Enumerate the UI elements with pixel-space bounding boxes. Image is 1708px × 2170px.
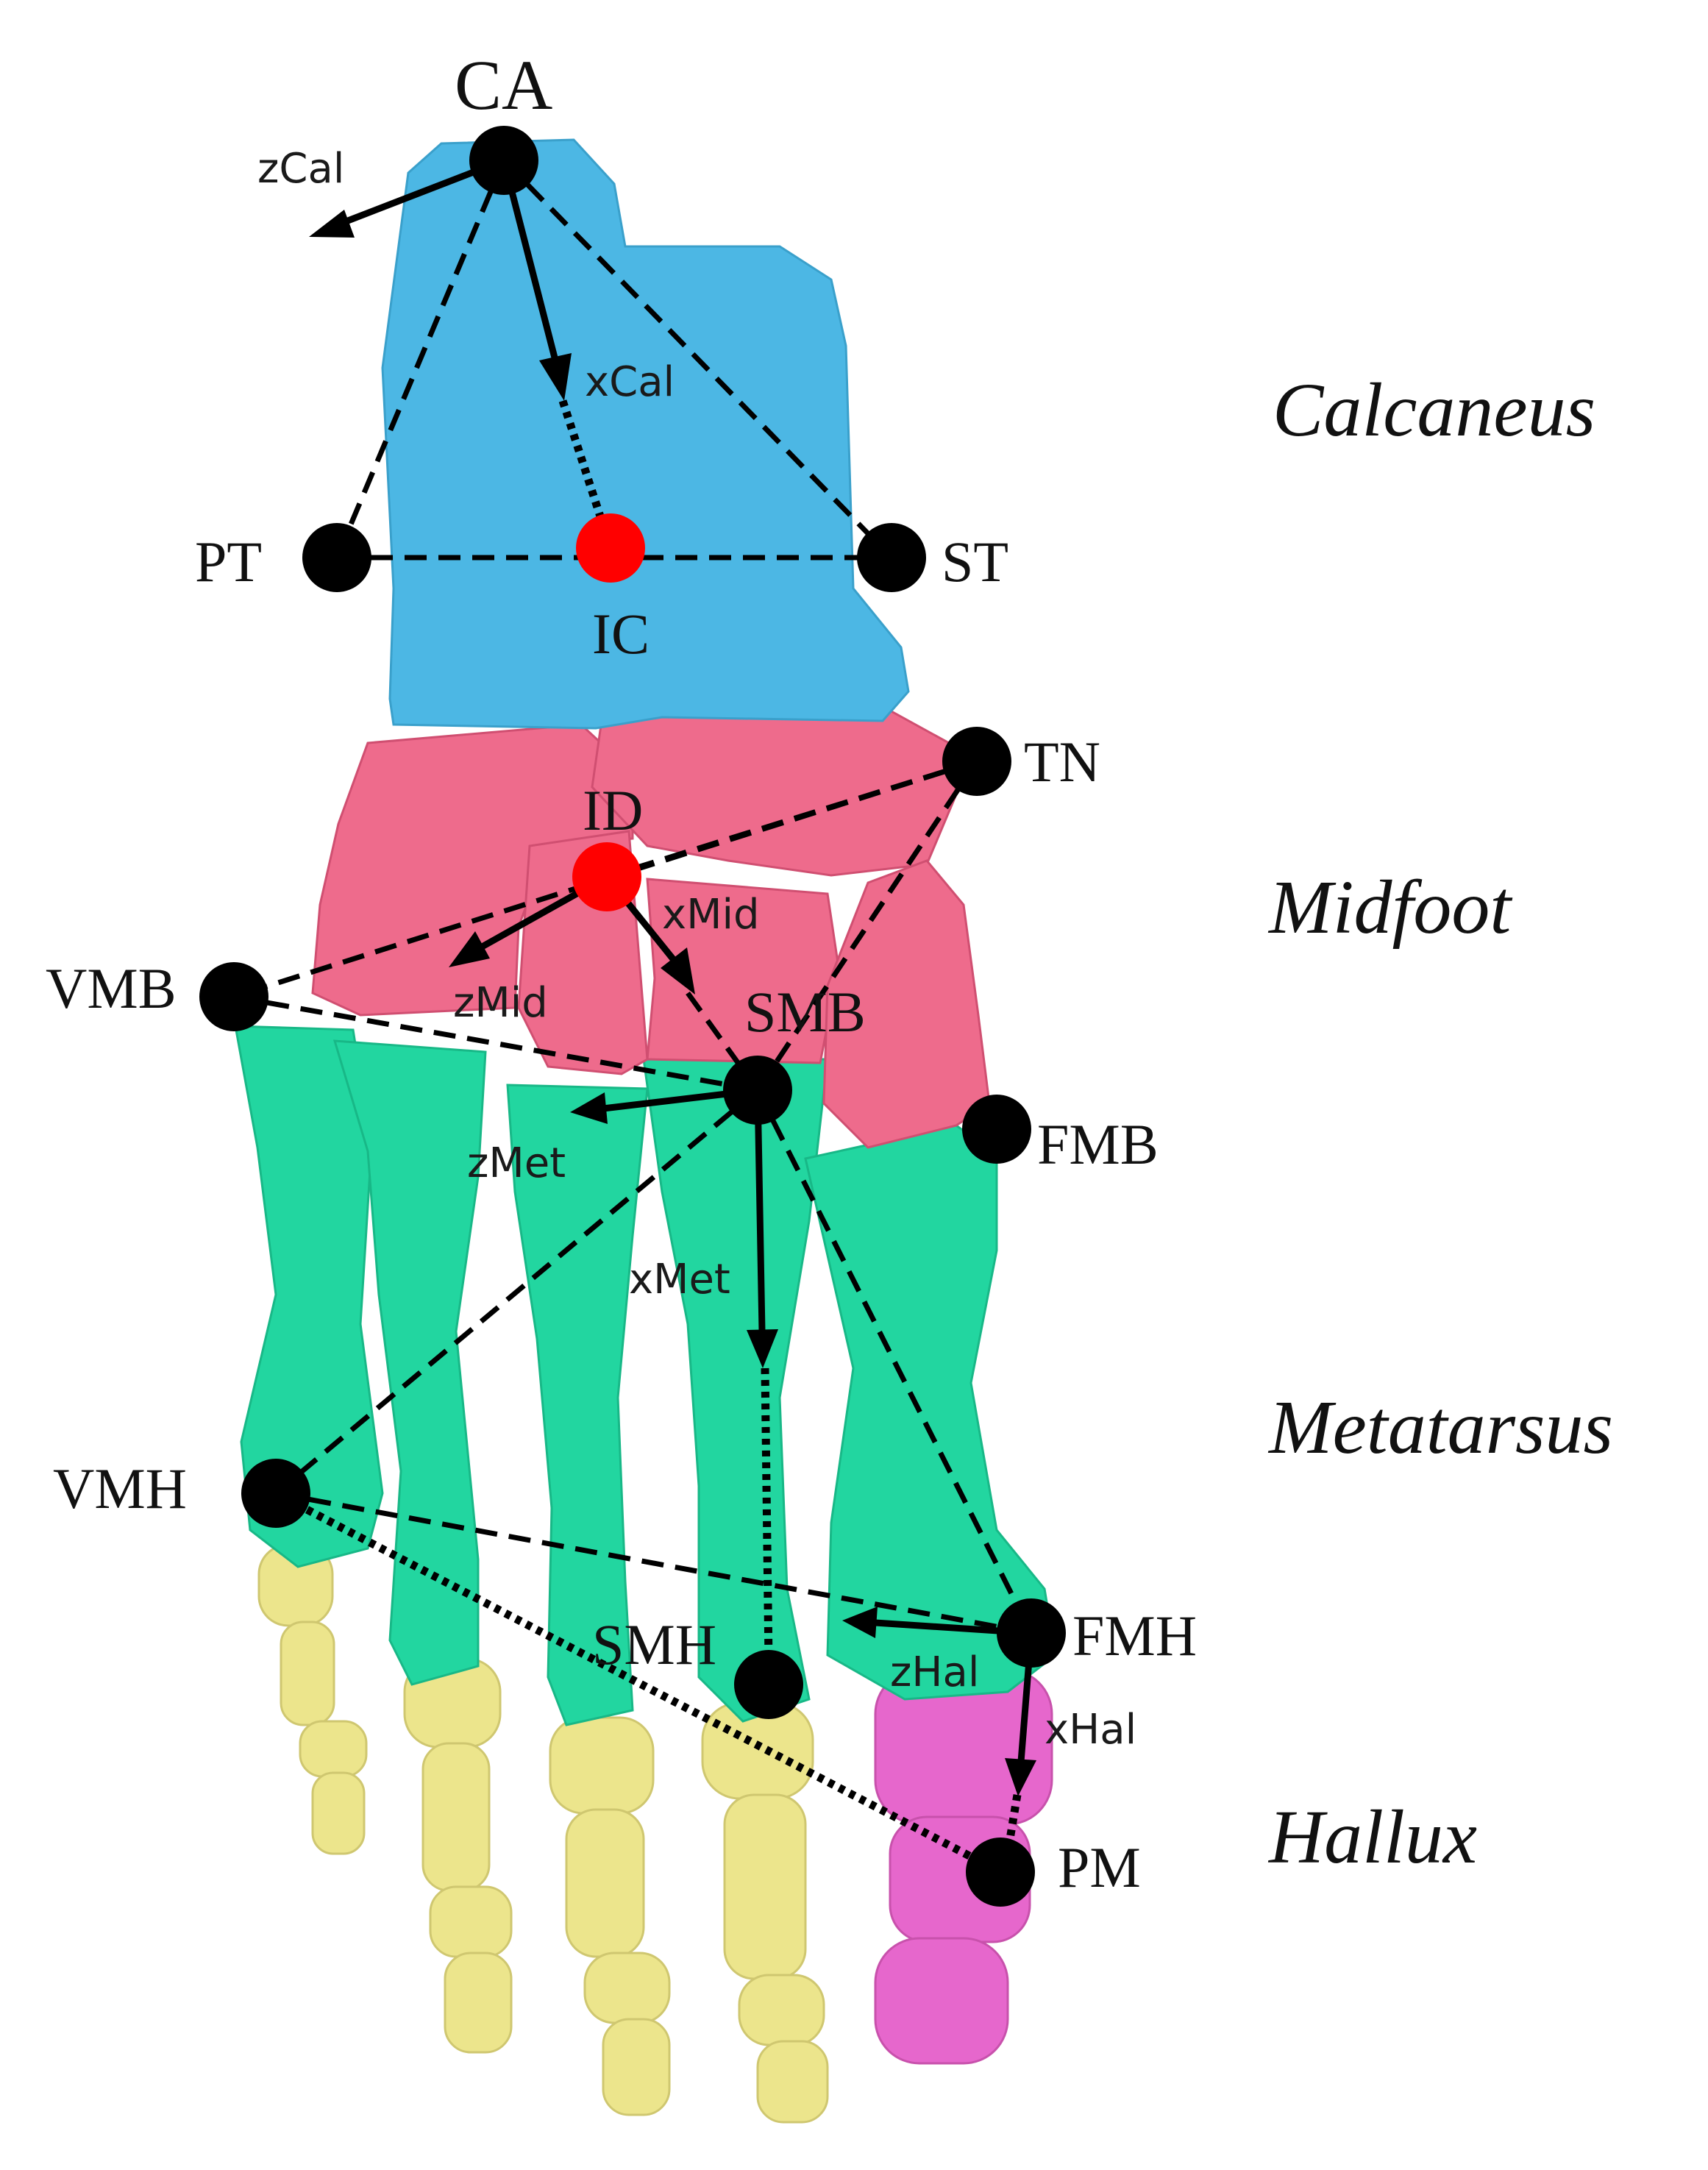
xmet-arrow-shaft xyxy=(754,1089,766,1332)
xhal-arrowhead xyxy=(1005,1758,1036,1796)
landmark-pt xyxy=(302,523,371,592)
region-hallux: Hallux xyxy=(1267,1795,1477,1879)
landmark-fmb xyxy=(962,1095,1031,1164)
axis-labels: zCal xCal xMid zMid zMet xMet zHal xHal xyxy=(257,145,1136,1754)
landmark-fmh xyxy=(997,1598,1066,1668)
landmarks xyxy=(199,126,1066,1907)
label-smh: SMH xyxy=(592,1612,716,1676)
region-calcaneus: Calcaneus xyxy=(1273,368,1595,452)
landmark-id xyxy=(572,842,641,911)
label-zmet: zMet xyxy=(467,1139,566,1187)
label-zmid: zMid xyxy=(453,979,548,1027)
label-fmh: FMH xyxy=(1072,1604,1197,1668)
toe-5 xyxy=(257,1543,368,1855)
landmark-vmb xyxy=(199,962,268,1031)
zcal-arrowhead xyxy=(309,210,355,238)
navicular xyxy=(591,701,958,877)
line-met-smh xyxy=(761,1367,773,1663)
landmark-smh xyxy=(734,1650,803,1719)
label-st: ST xyxy=(942,530,1008,594)
xmid-arrowhead xyxy=(661,947,695,995)
label-pt: PT xyxy=(195,530,262,594)
label-ca: CA xyxy=(455,46,552,124)
region-metatarsus: Metatarsus xyxy=(1267,1385,1613,1470)
zmet-arrowhead xyxy=(570,1092,608,1124)
label-zcal: zCal xyxy=(257,145,344,193)
line-vmh-fmh xyxy=(275,1490,1032,1636)
label-vmh: VMH xyxy=(53,1456,187,1520)
toe-2 xyxy=(701,1701,829,2124)
label-zhal: zHal xyxy=(890,1648,979,1696)
xcal-arrowhead xyxy=(539,353,572,401)
landmark-st xyxy=(857,523,926,592)
line-vmb-smb xyxy=(233,994,758,1093)
label-ic: IC xyxy=(592,602,650,666)
zmid-arrowhead xyxy=(449,931,490,967)
toe-4 xyxy=(403,1657,513,2054)
region-labels: Calcaneus Midfoot Metatarsus Hallux xyxy=(1267,368,1613,1879)
zhal-arrowhead xyxy=(842,1607,878,1638)
landmark-vmh xyxy=(241,1459,310,1528)
label-xmet: xMet xyxy=(629,1256,730,1303)
point-labels: CA PT ST IC TN ID VMB SMB FMB VMH SMH FM… xyxy=(46,46,1197,1899)
toe-3 xyxy=(549,1716,671,2116)
label-xcal: xCal xyxy=(585,358,675,406)
landmark-ic xyxy=(576,513,645,583)
line-id-smb xyxy=(686,991,760,1092)
calcaneus-bone xyxy=(381,138,910,730)
line-smb-vmh xyxy=(274,1088,760,1495)
label-vmb: VMB xyxy=(46,956,177,1020)
landmark-tn xyxy=(942,727,1011,796)
xmet-arrowhead xyxy=(747,1329,778,1368)
landmark-pm xyxy=(966,1838,1035,1907)
metatarsal-3 xyxy=(506,1084,649,1726)
line-ca-pt xyxy=(334,159,507,559)
label-xhal: xHal xyxy=(1045,1706,1136,1754)
landmark-ca xyxy=(469,126,538,195)
label-fmb: FMB xyxy=(1037,1112,1159,1176)
midfoot-bones xyxy=(311,701,991,1149)
landmark-smb xyxy=(723,1056,792,1125)
label-xmid: xMid xyxy=(662,891,760,939)
region-midfoot: Midfoot xyxy=(1267,865,1512,950)
label-tn: TN xyxy=(1024,730,1100,794)
label-pm: PM xyxy=(1058,1835,1141,1899)
cuneiform-intermediate xyxy=(646,878,840,1064)
line-ca-ic xyxy=(558,399,615,549)
label-smb: SMB xyxy=(744,980,866,1044)
label-id: ID xyxy=(583,778,643,842)
line-ca-st xyxy=(502,158,894,560)
